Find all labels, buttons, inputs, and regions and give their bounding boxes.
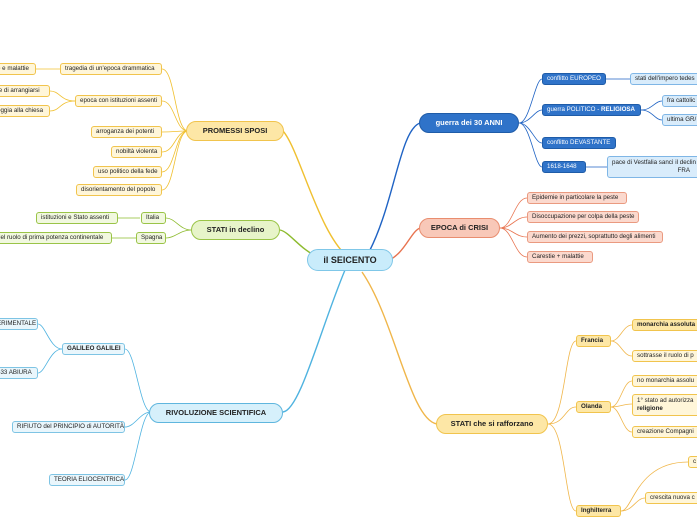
subtopic-date[interactable]: 1618-1648 bbox=[542, 161, 586, 173]
link-center-promessi bbox=[282, 130, 353, 261]
subtopic-istituzioni-assenti[interactable]: istituzioni e Stato assenti bbox=[36, 212, 118, 224]
subtopic-disorientamento[interactable]: disorientamento del popolo bbox=[76, 184, 162, 196]
subtopic-ultima-grande[interactable]: ultima GR/ bbox=[662, 114, 697, 126]
subtopic-inghilterra-c[interactable]: c bbox=[688, 456, 697, 468]
topic-stati-declino[interactable]: STATI in declino bbox=[191, 220, 280, 240]
subtopic-francia[interactable]: Francia bbox=[576, 335, 611, 347]
subtopic-sottrasse-ruolo[interactable]: sottrasse il ruolo di p bbox=[632, 350, 697, 362]
topic-stati-rafforzano[interactable]: STATI che si rafforzano bbox=[436, 414, 548, 434]
subtopic-teoria-eliocentrica[interactable]: TEORIA ELIOCENTRICA bbox=[49, 474, 125, 486]
subtopic-malattie[interactable]: e e malattie bbox=[0, 63, 36, 75]
subtopic-olanda[interactable]: Olanda bbox=[576, 401, 611, 413]
topic-rivoluzione-scientifica[interactable]: RIVOLUZIONE SCIENTIFICA bbox=[149, 403, 283, 423]
subtopic-nobilta[interactable]: nobiltà violenta bbox=[111, 146, 162, 158]
primo-stato-line-1: 1° stato ad autorizza bbox=[637, 396, 694, 404]
pace-line-1: pace di Vestfalia sancì il declin bbox=[612, 158, 696, 166]
subtopic-conflitto-devastante[interactable]: conflitto DEVASTANTE bbox=[542, 137, 616, 149]
link-center-guerra bbox=[369, 122, 421, 251]
topic-guerra-30-anni[interactable]: guerra dei 30 ANNI bbox=[419, 113, 519, 133]
topic-promessi-sposi[interactable]: PROMESSI SPOSI bbox=[186, 121, 284, 141]
subtopic-disoccupazione[interactable]: Disoccupazione per colpa della peste bbox=[527, 211, 639, 223]
subtopic-arroganza[interactable]: arroganza dei potenti bbox=[91, 126, 162, 138]
subtopic-epidemie[interactable]: Epidemie in particolare la peste bbox=[527, 192, 627, 204]
subtopic-guerra-politico-religiosa[interactable]: guerra POLITICO - RELIGIOSA bbox=[542, 104, 641, 116]
subtopic-abiura[interactable]: 633 ABIURA bbox=[0, 367, 38, 379]
link-center-rivoluzione bbox=[282, 269, 346, 413]
link-center-rafforzano bbox=[361, 271, 438, 425]
subtopic-aumento-prezzi[interactable]: Aumento dei prezzi, soprattutto degli al… bbox=[527, 231, 663, 243]
subtopic-compagnia[interactable]: creazione Compagni bbox=[632, 426, 697, 438]
subtopic-fra-cattolici[interactable]: fra cattolic bbox=[662, 95, 697, 107]
subtopic-spagna[interactable]: Spagna bbox=[136, 232, 166, 244]
subtopic-prima-potenza[interactable]: del ruolo di prima potenza continentale bbox=[0, 232, 112, 244]
central-topic[interactable]: il SEICENTO bbox=[307, 249, 393, 271]
subtopic-crescita-nuova[interactable]: crescita nuova c bbox=[645, 492, 697, 504]
subtopic-arrangiarsi[interactable]: te di arrangiarsi bbox=[0, 85, 50, 97]
subtopic-chiesa[interactable]: oggia alla chiesa bbox=[0, 105, 50, 117]
pace-line-2: FRA bbox=[677, 167, 690, 174]
subtopic-epoca-istituzioni[interactable]: epoca con istituzioni assenti bbox=[75, 95, 162, 107]
subtopic-pace-vestfalia[interactable]: pace di Vestfalia sancì il declin FRA bbox=[607, 156, 697, 178]
subtopic-inghilterra[interactable]: Inghilterra bbox=[576, 505, 621, 517]
subtopic-monarchia-assoluta[interactable]: monarchia assoluta bbox=[632, 319, 697, 331]
subtopic-conflitto-europeo[interactable]: conflitto EUROPEO bbox=[542, 73, 606, 85]
subtopic-italia[interactable]: Italia bbox=[141, 212, 166, 224]
subtopic-uso-politico[interactable]: uso politico della fede bbox=[93, 166, 162, 178]
subtopic-tragedia[interactable]: tragedia di un'epoca drammatica bbox=[60, 63, 162, 75]
subtopic-primo-stato[interactable]: 1° stato ad autorizza religione bbox=[632, 394, 697, 416]
topic-epoca-crisi[interactable]: EPOCA di CRISI bbox=[419, 218, 500, 238]
primo-stato-line-2: religione bbox=[637, 405, 663, 412]
subtopic-no-monarchia[interactable]: no monarchia assolu bbox=[632, 375, 697, 387]
religiosa-label: RELIGIOSA bbox=[600, 105, 636, 113]
subtopic-impero-tedesco[interactable]: stati dell'impero tedes bbox=[630, 73, 697, 85]
subtopic-rifiuto-autorita[interactable]: RIFIUTO del PRINCIPIO di AUTORITÀ bbox=[12, 421, 125, 433]
politico-label: guerra POLITICO - bbox=[547, 105, 601, 113]
subtopic-carestie[interactable]: Carestie + malattie bbox=[527, 251, 593, 263]
subtopic-galileo[interactable]: GALILEO GALILEI bbox=[62, 343, 125, 355]
subtopic-sperimentale[interactable]: ERIMENTALE bbox=[0, 318, 38, 330]
